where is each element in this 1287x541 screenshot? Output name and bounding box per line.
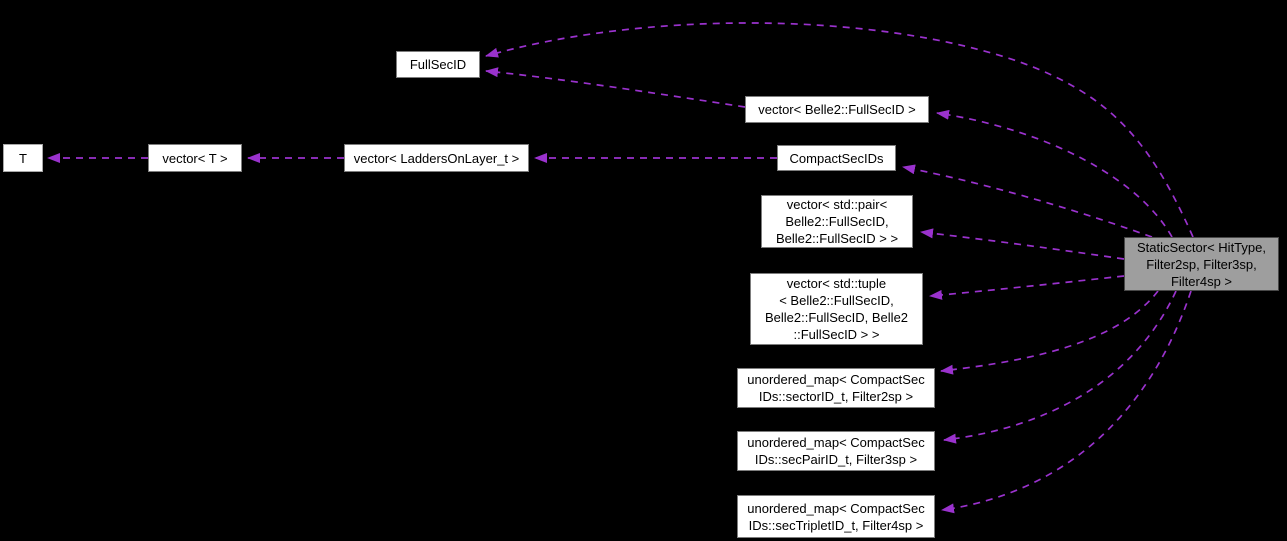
edge-staticsector-to-umap-filter3sp bbox=[943, 290, 1177, 444]
edge-staticsector-to-vectorpair bbox=[920, 228, 1125, 260]
node-vector-tuple: vector< std::tuple < Belle2::FullSecID, … bbox=[750, 273, 923, 345]
edge-staticsector-to-umap-filter4sp bbox=[941, 290, 1192, 514]
edge-staticsector-to-fullsecid bbox=[485, 22, 1194, 238]
node-vector-pair: vector< std::pair< Belle2::FullSecID, Be… bbox=[761, 195, 913, 248]
node-staticsector[interactable]: StaticSector< HitType, Filter2sp, Filter… bbox=[1124, 237, 1279, 291]
node-umap-filter4sp: unordered_map< CompactSec IDs::secTriple… bbox=[737, 495, 935, 538]
node-t: T bbox=[3, 144, 43, 172]
node-fullsecid[interactable]: FullSecID bbox=[396, 51, 480, 78]
edge-vectorfullsecid-to-fullsecid bbox=[485, 67, 746, 108]
node-umap-filter3sp: unordered_map< CompactSec IDs::secPairID… bbox=[737, 431, 935, 471]
node-umap-filter2sp: unordered_map< CompactSec IDs::sectorID_… bbox=[737, 368, 935, 408]
node-vector-laddersonlayer: vector< LaddersOnLayer_t > bbox=[344, 144, 529, 172]
edge-staticsector-to-vectorfullsecid bbox=[936, 109, 1173, 238]
edge-staticsector-to-compactsecids bbox=[902, 164, 1153, 238]
edge-staticsector-to-vectortuple bbox=[929, 275, 1125, 300]
edge-staticsector-to-umap-filter2sp bbox=[940, 290, 1159, 375]
node-vector-belle2-fullsecid: vector< Belle2::FullSecID > bbox=[745, 96, 929, 123]
node-vector-t: vector< T > bbox=[148, 144, 242, 172]
node-compactsecids[interactable]: CompactSecIDs bbox=[777, 145, 896, 171]
